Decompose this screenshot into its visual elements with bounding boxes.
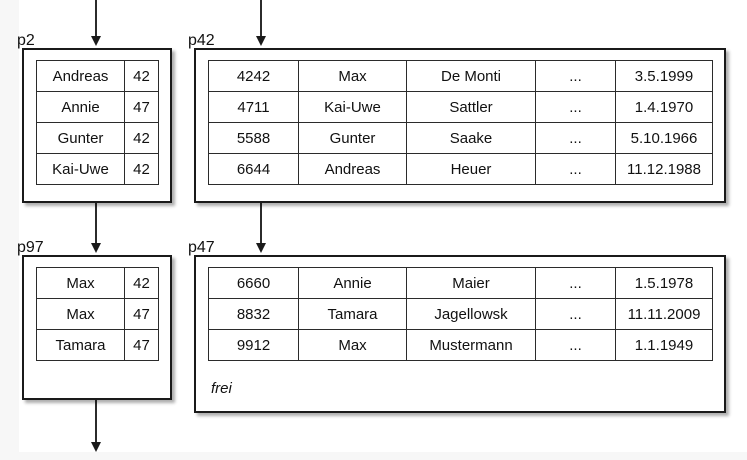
cell-date: 1.4.1970 [615, 91, 713, 123]
free-space-label-p47: frei [211, 380, 232, 397]
cell-firstname: Andreas [298, 153, 407, 185]
cell-more: ... [535, 153, 616, 185]
arrow-into-p2 [91, 0, 101, 48]
cell-name: Annie [36, 91, 125, 123]
cell-lastname: Maier [406, 267, 536, 299]
cell-lastname: Jagellowsk [406, 298, 536, 330]
table-row: 9912 Max Mustermann ... 1.1.1949 [208, 329, 713, 361]
table-row: Tamara 47 [36, 329, 159, 361]
table-row: 8832 Tamara Jagellowsk ... 11.11.2009 [208, 298, 713, 330]
page-label-p42: p42 [188, 32, 215, 49]
cell-id: 6644 [208, 153, 299, 185]
cell-name: Kai-Uwe [36, 153, 125, 185]
cell-firstname: Max [298, 60, 407, 92]
table-row: Max 47 [36, 298, 159, 330]
cell-id: 8832 [208, 298, 299, 330]
arrow-p42-to-p47 [256, 203, 266, 255]
cell-more: ... [535, 267, 616, 299]
cell-bucket: 47 [124, 91, 159, 123]
cell-id: 4711 [208, 91, 299, 123]
cell-firstname: Kai-Uwe [298, 91, 407, 123]
cell-bucket: 47 [124, 329, 159, 361]
left-edge-strip [0, 0, 19, 460]
cell-id: 9912 [208, 329, 299, 361]
cell-firstname: Gunter [298, 122, 407, 154]
bottom-edge-strip [0, 452, 747, 460]
cell-name: Max [36, 298, 125, 330]
table-row: Kai-Uwe 42 [36, 153, 159, 185]
arrow-p2-to-p97 [91, 203, 101, 255]
table-row: Andreas 42 [36, 60, 159, 92]
arrow-out-of-p97 [91, 400, 101, 452]
arrow-into-p42 [256, 0, 266, 48]
cell-name: Tamara [36, 329, 125, 361]
cell-lastname: Mustermann [406, 329, 536, 361]
table-row: Gunter 42 [36, 122, 159, 154]
cell-id: 4242 [208, 60, 299, 92]
cell-firstname: Tamara [298, 298, 407, 330]
page-label-p2: p2 [17, 32, 35, 49]
table-row: Max 42 [36, 267, 159, 299]
cell-lastname: De Monti [406, 60, 536, 92]
table-p47: 6660 Annie Maier ... 1.5.1978 8832 Tamar… [208, 267, 713, 361]
cell-name: Max [36, 267, 125, 299]
cell-more: ... [535, 329, 616, 361]
table-row: 5588 Gunter Saake ... 5.10.1966 [208, 122, 713, 154]
cell-date: 3.5.1999 [615, 60, 713, 92]
cell-date: 11.12.1988 [615, 153, 713, 185]
cell-date: 1.5.1978 [615, 267, 713, 299]
table-p97: Max 42 Max 47 Tamara 47 [36, 267, 159, 361]
table-p42: 4242 Max De Monti ... 3.5.1999 4711 Kai-… [208, 60, 713, 185]
cell-date: 11.11.2009 [615, 298, 713, 330]
cell-more: ... [535, 91, 616, 123]
cell-bucket: 42 [124, 267, 159, 299]
cell-lastname: Heuer [406, 153, 536, 185]
table-row: 4242 Max De Monti ... 3.5.1999 [208, 60, 713, 92]
cell-bucket: 47 [124, 298, 159, 330]
page-label-p97: p97 [17, 239, 44, 256]
cell-date: 1.1.1949 [615, 329, 713, 361]
table-row: 4711 Kai-Uwe Sattler ... 1.4.1970 [208, 91, 713, 123]
cell-id: 6660 [208, 267, 299, 299]
table-row: 6660 Annie Maier ... 1.5.1978 [208, 267, 713, 299]
cell-bucket: 42 [124, 153, 159, 185]
cell-lastname: Saake [406, 122, 536, 154]
page-label-p47: p47 [188, 239, 215, 256]
cell-name: Gunter [36, 122, 125, 154]
table-row: 6644 Andreas Heuer ... 11.12.1988 [208, 153, 713, 185]
cell-date: 5.10.1966 [615, 122, 713, 154]
table-p2: Andreas 42 Annie 47 Gunter 42 Kai-Uwe 42 [36, 60, 159, 185]
cell-more: ... [535, 298, 616, 330]
cell-id: 5588 [208, 122, 299, 154]
cell-lastname: Sattler [406, 91, 536, 123]
cell-more: ... [535, 122, 616, 154]
cell-name: Andreas [36, 60, 125, 92]
table-row: Annie 47 [36, 91, 159, 123]
cell-bucket: 42 [124, 122, 159, 154]
cell-firstname: Annie [298, 267, 407, 299]
cell-firstname: Max [298, 329, 407, 361]
cell-more: ... [535, 60, 616, 92]
cell-bucket: 42 [124, 60, 159, 92]
